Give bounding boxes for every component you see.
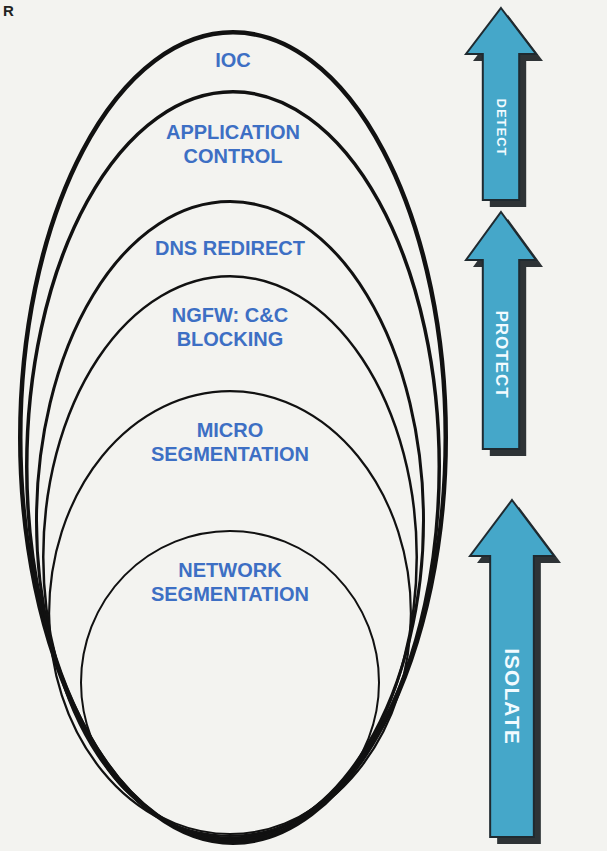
ellipse-line — [27, 92, 440, 842]
layer-ellipse: NETWORK SEGMENTATION MICRO SEGMENTATION NG… — [42, 275, 418, 839]
layer-ellipse: NETWORK SEGMENTATION MICRO SEGMENTATION NG… — [18, 30, 448, 845]
layer-ellipse: NETWORK SEGMENTATION — [80, 530, 380, 835]
ellipse-line — [43, 276, 417, 838]
stage-arrow: DETECT — [466, 8, 544, 208]
arrow-body — [466, 8, 536, 200]
ellipse-line — [49, 391, 411, 836]
arrow-label: DETECT — [493, 57, 510, 197]
ellipse-line — [37, 202, 424, 840]
layer-label: DNS REDIRECT — [130, 236, 330, 260]
layer-label: APPLICATION CONTROL — [148, 120, 318, 168]
arrow-label: PROTECT — [491, 263, 512, 446]
layer-label: NGFW: C&C BLOCKING — [165, 303, 295, 351]
corner-letter: R — [3, 2, 14, 19]
layer-label: NETWORK SEGMENTATION — [138, 558, 323, 606]
layer-ellipse: NETWORK SEGMENTATION MICRO SEGMENTATION NG… — [35, 200, 425, 841]
arrow-body — [470, 500, 554, 837]
layer-label: MICRO SEGMENTATION — [138, 418, 323, 466]
ellipse-line — [81, 531, 379, 834]
arrow-label: ISOLATE — [500, 559, 525, 834]
stage-arrow: PROTECT — [466, 212, 544, 457]
layer-label: IOC — [173, 48, 293, 72]
layer-ellipse: NETWORK SEGMENTATION MICRO SEGMENTATION — [48, 390, 412, 837]
stage-arrow: ISOLATE — [470, 500, 562, 845]
layer-ellipse: NETWORK SEGMENTATION MICRO SEGMENTATION NG… — [25, 90, 441, 843]
ellipse-line — [20, 32, 446, 843]
arrow-body — [466, 212, 536, 449]
